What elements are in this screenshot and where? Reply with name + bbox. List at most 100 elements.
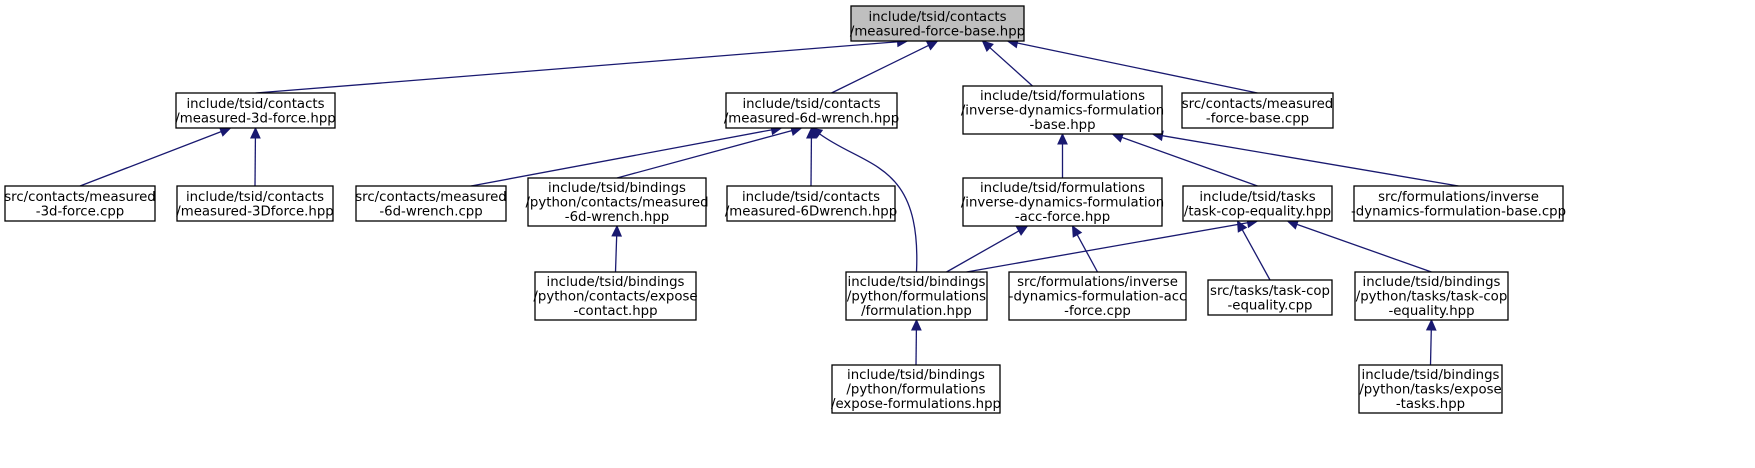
edge-line bbox=[1241, 229, 1271, 281]
dependency-edge bbox=[470, 124, 783, 187]
root-file-node[interactable]: include/tsid/contacts/measured-force-bas… bbox=[850, 5, 1025, 42]
edge-line bbox=[831, 44, 929, 94]
edge-arrowhead bbox=[1057, 132, 1068, 145]
edge-line bbox=[1162, 135, 1459, 187]
node-label-line: /python/contacts/measured bbox=[525, 196, 708, 211]
edge-line bbox=[616, 129, 793, 179]
node-label-line: /measured-6d-wrench.hpp bbox=[724, 111, 899, 126]
edge-line bbox=[989, 47, 1033, 87]
dependency-edge bbox=[1111, 132, 1258, 187]
node-label-line: src/tasks/task-cop bbox=[1210, 284, 1330, 299]
edge-line bbox=[1017, 42, 1258, 94]
node-label-line: -acc-force.hpp bbox=[1015, 210, 1110, 225]
edge-line bbox=[614, 235, 618, 273]
node-box bbox=[1181, 92, 1334, 129]
node-label-line: /python/contacts/expose bbox=[533, 290, 697, 305]
node-label-line: src/formulations/inverse bbox=[1378, 190, 1539, 205]
dependency-edge bbox=[255, 36, 909, 94]
edge-line bbox=[1429, 329, 1432, 366]
node-box bbox=[1358, 364, 1503, 414]
node-box bbox=[527, 177, 707, 227]
file-node[interactable]: src/formulations/inverse-dynamics-formul… bbox=[1351, 185, 1566, 222]
file-node[interactable]: include/tsid/tasks/task-cop-equality.hpp bbox=[1182, 185, 1333, 222]
node-label-line: src/contacts/measured bbox=[4, 190, 156, 205]
edge-arrowhead bbox=[1071, 224, 1083, 238]
node-label-line: include/tsid/bindings bbox=[548, 181, 686, 196]
file-node[interactable]: src/contacts/measured-6d-wrench.cpp bbox=[355, 185, 507, 222]
node-label-line: -tasks.hpp bbox=[1396, 397, 1465, 412]
edge-line bbox=[255, 41, 898, 94]
node-label-line: include/tsid/bindings bbox=[1363, 275, 1501, 290]
node-label-line: /expose-formulations.hpp bbox=[831, 397, 1001, 412]
node-label-line: include/tsid/tasks bbox=[1199, 190, 1315, 205]
node-label-line: -equality.hpp bbox=[1388, 304, 1474, 319]
edge-arrowhead bbox=[1015, 225, 1029, 236]
node-box bbox=[355, 185, 507, 222]
edge-arrowhead bbox=[611, 224, 623, 237]
file-node[interactable]: include/tsid/contacts/measured-6Dwrench.… bbox=[725, 185, 897, 222]
edge-line bbox=[946, 230, 1020, 273]
node-label-line: /inverse-dynamics-formulation bbox=[961, 104, 1164, 119]
node-label-line: /measured-6Dwrench.hpp bbox=[725, 204, 897, 219]
node-label-line: -dynamics-formulation-base.cpp bbox=[1351, 204, 1566, 219]
file-node[interactable]: src/formulations/inverse-dynamics-formul… bbox=[1008, 271, 1187, 321]
file-node[interactable]: include/tsid/contacts/measured-6d-wrench… bbox=[724, 92, 899, 129]
node-label-line: /measured-3Dforce.hpp bbox=[176, 204, 333, 219]
dependency-edge bbox=[1425, 318, 1437, 366]
node-label-line: include/tsid/contacts bbox=[186, 97, 324, 112]
dependency-edge bbox=[806, 126, 817, 187]
node-box bbox=[176, 185, 334, 222]
file-node[interactable]: include/tsid/contacts/measured-3d-force.… bbox=[175, 92, 336, 129]
file-node[interactable]: include/tsid/bindings/python/tasks/task-… bbox=[1354, 271, 1509, 321]
dependency-edge bbox=[250, 126, 261, 187]
node-label-line: -equality.cpp bbox=[1228, 298, 1313, 313]
edge-arrowhead bbox=[1236, 219, 1248, 233]
edge-arrowhead bbox=[981, 40, 994, 53]
node-box bbox=[4, 185, 156, 222]
dependency-edge bbox=[1057, 132, 1068, 178]
node-label-line: /python/formulations bbox=[846, 383, 985, 398]
edge-arrowhead bbox=[925, 40, 939, 51]
node-box bbox=[1182, 185, 1333, 222]
node-label-line: /python/tasks/expose bbox=[1359, 383, 1501, 398]
node-label-line: include/tsid/contacts bbox=[742, 190, 880, 205]
file-node[interactable]: include/tsid/bindings/python/formulation… bbox=[831, 364, 1001, 414]
node-label-line: src/contacts/measured bbox=[1182, 97, 1334, 112]
file-node[interactable]: include/tsid/bindings/python/contacts/ex… bbox=[533, 271, 698, 321]
dependency-edge bbox=[981, 40, 1033, 87]
dependency-edge bbox=[1006, 37, 1258, 94]
file-node[interactable]: include/tsid/bindings/python/tasks/expos… bbox=[1358, 364, 1503, 414]
node-label-line: /measured-force-base.hpp bbox=[850, 24, 1025, 39]
node-box bbox=[962, 85, 1163, 135]
node-label-line: /task-cop-equality.hpp bbox=[1184, 204, 1331, 219]
file-node[interactable]: src/contacts/measured-force-base.cpp bbox=[1181, 92, 1334, 129]
node-box bbox=[1354, 271, 1509, 321]
node-label-line: include/tsid/contacts bbox=[186, 190, 324, 205]
dependency-edge bbox=[1286, 219, 1432, 273]
node-label-line: include/tsid/bindings bbox=[547, 275, 685, 290]
node-label-line: -force-base.cpp bbox=[1206, 111, 1309, 126]
file-node[interactable]: include/tsid/contacts/measured-3Dforce.h… bbox=[176, 185, 334, 222]
file-node[interactable]: include/tsid/formulations/inverse-dynami… bbox=[961, 177, 1164, 227]
node-label-line: -force.cpp bbox=[1064, 304, 1131, 319]
file-node[interactable]: include/tsid/formulations/inverse-dynami… bbox=[961, 85, 1164, 135]
file-node[interactable]: src/contacts/measured-3d-force.cpp bbox=[4, 185, 156, 222]
node-label-line: include/tsid/bindings bbox=[1362, 368, 1500, 383]
edge-arrowhead bbox=[1425, 318, 1437, 331]
node-label-line: /measured-3d-force.hpp bbox=[175, 111, 335, 126]
node-box bbox=[726, 185, 896, 222]
node-box bbox=[725, 92, 898, 129]
node-box bbox=[1008, 271, 1187, 321]
edge-line bbox=[1076, 234, 1099, 273]
edge-line bbox=[470, 129, 772, 187]
dependency-edge bbox=[1151, 130, 1459, 187]
node-box bbox=[175, 92, 336, 129]
node-label-line: -6d-wrench.cpp bbox=[379, 204, 482, 219]
file-node[interactable]: src/tasks/task-cop-equality.cpp bbox=[1207, 279, 1333, 316]
file-node[interactable]: include/tsid/bindings/python/contacts/me… bbox=[525, 177, 709, 227]
node-label-line: -base.hpp bbox=[1029, 118, 1095, 133]
file-node[interactable]: include/tsid/bindings/python/formulation… bbox=[845, 271, 988, 321]
dependency-edge bbox=[810, 127, 918, 273]
node-label-line: /formulation.hpp bbox=[861, 304, 972, 319]
